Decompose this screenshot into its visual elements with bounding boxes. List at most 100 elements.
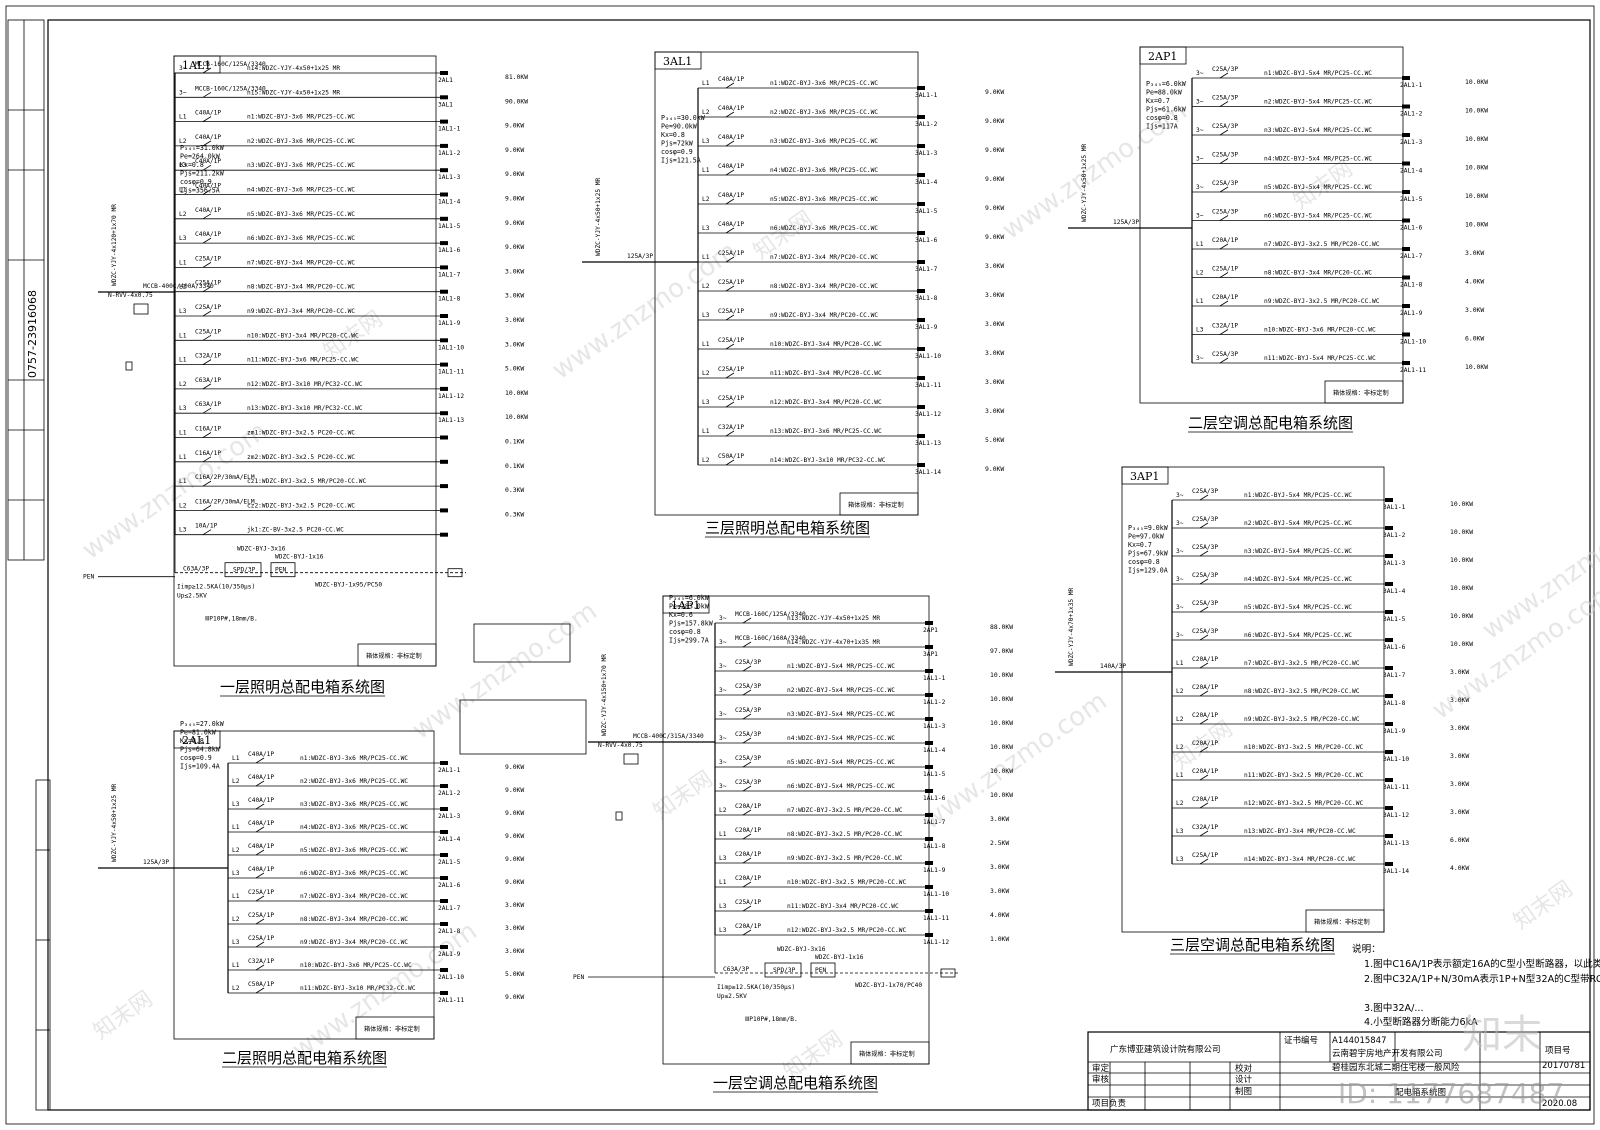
circuit-tag: 1AL1-12 bbox=[923, 939, 949, 946]
phase-label: L1 bbox=[1176, 660, 1184, 667]
watermark-text: 知末网 bbox=[649, 767, 717, 825]
circuit-load: 9.0KW bbox=[505, 122, 524, 130]
circuit-tag: 3AL1-5 bbox=[1383, 616, 1406, 623]
breaker-rating: C25A/1P bbox=[718, 366, 744, 373]
breaker-rating: C40A/1P bbox=[248, 797, 274, 804]
circuit-tag: 1AL1-1 bbox=[923, 675, 946, 682]
phase-label: L1 bbox=[702, 167, 710, 174]
circuit-load: 9.0KW bbox=[505, 146, 524, 154]
circuit-cable: n11:WDZC-BYJ-3x10 MR/PC32-CC.WC bbox=[300, 985, 416, 992]
row-label-draw: 制图 bbox=[1235, 1086, 1252, 1097]
breaker-rating: C25A/3P bbox=[735, 683, 761, 690]
circuit-tag: 1AL1-6 bbox=[923, 795, 946, 802]
circuit-cable: n7:WDZC-BYJ-3x2.5 MR/PC20-CC.WC bbox=[1244, 660, 1360, 667]
panel-title: 二层空调总配电箱系统图 bbox=[1188, 414, 1353, 432]
circuit-load: 4.0KW bbox=[1450, 864, 1469, 872]
circuit-load: 88.0KW bbox=[990, 623, 1013, 631]
phase-label: L1 bbox=[179, 332, 187, 339]
main-breaker-label: 125A/3P bbox=[627, 253, 653, 260]
circuit-tag: 3AL1-3 bbox=[915, 150, 938, 157]
load-parameter: Pjs=67.9kW bbox=[1128, 550, 1168, 558]
spd-cable-label: WDZC-BYJ-3x16 bbox=[777, 946, 826, 953]
circuit-load: 3.0KW bbox=[1465, 249, 1484, 257]
circuit-tag: 3AL1-14 bbox=[1383, 868, 1409, 875]
circuit-load: 5.0KW bbox=[985, 436, 1004, 444]
load-terminal bbox=[440, 784, 448, 788]
circuit-cable: jk1:ZC-BV-3x2.5 PC20-CC.WC bbox=[247, 527, 344, 534]
load-terminal bbox=[1385, 498, 1393, 502]
pe-box bbox=[270, 562, 296, 578]
load-parameter: Kx=0.8 bbox=[661, 131, 685, 139]
project-name: 碧桂园东北城二期住宅楼一般风险 bbox=[1332, 1062, 1460, 1073]
load-parameter: Pjs=157.8kW bbox=[669, 620, 713, 628]
pe-box bbox=[810, 962, 836, 978]
circuit-tag: 1AL1-10 bbox=[923, 891, 949, 898]
main-breaker-label: MCCB-400C/315A/3340 bbox=[633, 733, 704, 740]
breaker-rating: C25A/1P bbox=[1192, 852, 1218, 859]
circuit-cable: n12:WDZC-BYJ-3x10 MR/PC32-CC.WC bbox=[247, 381, 363, 388]
circuit-tag: 3AL1-5 bbox=[915, 208, 938, 215]
phase-label: L3 bbox=[232, 939, 240, 946]
phase-label: 3~ bbox=[1176, 520, 1184, 527]
phase-label: L1 bbox=[702, 341, 710, 348]
panel-title: 一层空调总配电箱系统图 bbox=[713, 1074, 878, 1092]
client-name: 云南碧宇房地产开发有限公司 bbox=[1332, 1048, 1443, 1059]
circuit-tag: 2AL1-7 bbox=[438, 905, 461, 912]
spd-breaker-label: C63A/3P bbox=[183, 566, 209, 573]
circuit-load: 3.0KW bbox=[990, 863, 1009, 871]
breaker-symbol bbox=[742, 929, 752, 936]
watermark-text: www.znzmo.com bbox=[917, 686, 1113, 836]
breaker-symbol bbox=[1219, 129, 1229, 136]
circuit-tag: 1AL1-2 bbox=[923, 699, 946, 706]
load-parameter: Kx=0.6 bbox=[669, 611, 693, 619]
load-terminal bbox=[917, 318, 925, 322]
load-terminal bbox=[1402, 76, 1410, 80]
circuit-load: 4.0KW bbox=[990, 911, 1009, 919]
circuit-tag: 1AL1-9 bbox=[438, 320, 461, 327]
load-terminal bbox=[917, 376, 925, 380]
breaker-symbol bbox=[742, 617, 752, 624]
panel-title: 三层照明总配电箱系统图 bbox=[705, 519, 870, 537]
load-terminal bbox=[440, 922, 448, 926]
circuit-row: 3~MCCB-160C/125A/3340n15:WDZC-YJY-4x50+1… bbox=[175, 85, 528, 108]
breaker-symbol bbox=[1199, 858, 1209, 865]
circuit-load: 9.0KW bbox=[505, 195, 524, 203]
circuit-tag: 1AL1-3 bbox=[438, 174, 461, 181]
breaker-symbol bbox=[202, 432, 212, 438]
neutral-cable-label: N-RVV-4x0.75 bbox=[108, 292, 153, 299]
circuit-load: 10.0KW bbox=[1450, 528, 1473, 536]
circuit-cable: n8:WDZC-BYJ-3x4 MR/PC20-CC.WC bbox=[770, 283, 878, 290]
breaker-symbol bbox=[1219, 357, 1229, 364]
breaker-symbol bbox=[725, 169, 735, 176]
circuit-cable: n14:WDZC-YJY-4x70+1x35 MR bbox=[787, 639, 880, 646]
circuit-tag: 1AL1-4 bbox=[438, 199, 461, 206]
spd-spec-1: Iimp≥12.5KA(10/350μs) bbox=[177, 584, 255, 591]
row-label-check: 校对 bbox=[1235, 1063, 1253, 1074]
phase-label: L3 bbox=[1176, 856, 1184, 863]
breaker-symbol bbox=[202, 480, 212, 487]
breaker-rating: C20A/1P bbox=[735, 851, 761, 858]
circuit-tag: 2AL1-3 bbox=[1400, 139, 1423, 146]
circuit-load: 97.0KW bbox=[990, 647, 1013, 655]
breaker-rating: C16A/2P/30mA/ELM bbox=[195, 474, 255, 481]
footer-stamp bbox=[1324, 380, 1404, 404]
circuit-load: 9.0KW bbox=[505, 243, 524, 251]
circuit-load: 9.0KW bbox=[505, 832, 524, 840]
circuit-cable: n8:WDZC-BYJ-3x2.5 MR/PC20-CC.WC bbox=[1244, 688, 1360, 695]
load-parameter: Ijs=117A bbox=[1146, 123, 1178, 131]
circuit-cable: n13:WDZC-BYJ-3x6 MR/PC25-CC.WC bbox=[770, 428, 882, 435]
circuit-tag: 2AL1-9 bbox=[438, 951, 461, 958]
phase-label: 3~ bbox=[179, 65, 187, 72]
